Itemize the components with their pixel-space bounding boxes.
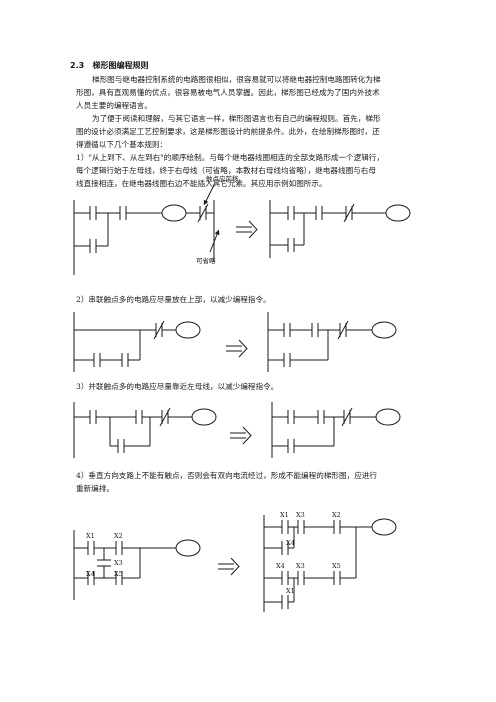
label-x1-branch: X1	[286, 587, 295, 595]
section-title: 梯形图编程规则	[92, 61, 149, 70]
diagram3-after	[271, 402, 401, 458]
annotation-can-omit: 可省略	[196, 256, 216, 265]
label-x4-branch: X4	[286, 539, 295, 547]
label-x3-top: X3	[296, 511, 305, 519]
diagram4-after	[263, 515, 397, 612]
rule1-line3: 线直接相连，在继电器线圈右边不能插入其它元素。其应用示例如图所示。	[76, 179, 327, 188]
para2-line2: 图的设计必须满足工艺控制要求，这是梯形图设计的前提条件。此外，在绘制梯形图时，还	[76, 127, 380, 136]
diagram4-before	[73, 530, 201, 600]
coil-icon	[161, 204, 187, 222]
section-number: 2.3	[70, 61, 85, 70]
transform-arrow-icon	[226, 339, 248, 358]
diagram2-after	[267, 312, 397, 372]
annotation-contact-move: 触点应前移	[206, 174, 239, 183]
rule3-text: 3）并联触点多的电路应尽量靠近左母线，以减少编程指令。	[76, 382, 279, 391]
transform-arrow-icon	[236, 220, 258, 239]
diagram2-before	[73, 312, 201, 372]
label-x1: X1	[86, 532, 95, 540]
label-x4-low: X4	[276, 562, 285, 570]
para2-line1: 为了便于阅读和理解，与其它语言一样，梯形图语言也有自己的编程规则。首先，梯形	[92, 114, 381, 123]
para1-line3: 人员主要的编程语言。	[76, 101, 152, 110]
rule4-line1: 4）垂直方向支路上不能有触点，否则会有双向电流经过，形成不能编程的梯形图，应进行	[76, 471, 377, 480]
rule1-line1: 1）"从上到下、从左到右"的顺序绘制。与每个继电器线圈相连的全部支路形成一个逻辑…	[76, 153, 384, 162]
para1-line1: 梯形图与继电器控制系统的电路图很相似，很容易就可以将继电器控制电路图转化为梯	[92, 75, 381, 84]
section-heading: 2.3 梯形图编程规则	[70, 60, 149, 71]
transform-arrow-icon	[230, 426, 252, 445]
para1-line2: 形图，具有直观易懂的优点，很容易被电气人员掌握。因此，梯形图已经成为了国内外技术	[76, 88, 380, 97]
transform-arrow-icon	[218, 557, 240, 576]
para2-line3: 得遵循以下几个基本规则：	[76, 140, 168, 149]
label-x3-low: X3	[296, 562, 305, 570]
label-x1-top: X1	[280, 511, 289, 519]
label-x4: X4	[86, 570, 95, 578]
label-x5-low: X5	[332, 562, 341, 570]
rule2-text: 2）串联触点多的电路应尽量放在上部，以减少编程指令。	[76, 295, 271, 304]
label-x2-top: X2	[332, 511, 341, 519]
diagram1-after	[269, 200, 411, 258]
diagram3-before	[73, 402, 217, 458]
rule1-line2: 每个逻辑行始于左母线，终于右母线（可省略，本教材右母线均省略），继电器线圈与右母	[76, 166, 376, 175]
diagram1-before	[73, 184, 220, 275]
label-x5: X5	[114, 570, 123, 578]
rule4-line2: 重新编排。	[76, 484, 114, 493]
label-x2: X2	[114, 532, 123, 540]
label-x3: X3	[114, 559, 123, 567]
